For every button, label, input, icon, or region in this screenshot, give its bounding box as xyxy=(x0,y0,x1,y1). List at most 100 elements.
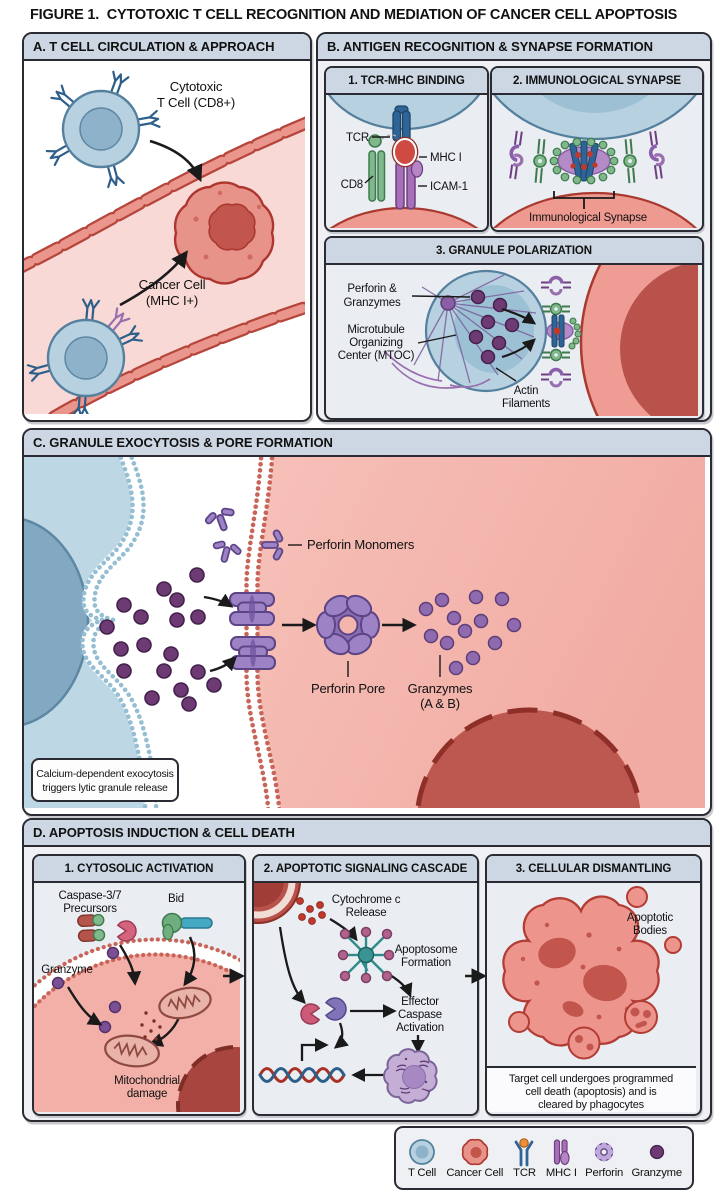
tcr-mhc-synapse xyxy=(546,314,582,350)
tcr-molecule xyxy=(392,105,411,142)
perforin-granzymes-label-line1: Perforin & xyxy=(347,283,397,295)
caspase-pacman-pink xyxy=(300,1003,321,1025)
legend-label: Perforin xyxy=(585,1167,624,1179)
t-cell-1 xyxy=(45,70,161,189)
mtoc xyxy=(440,295,456,311)
legend-item-cancer-cell: Cancer Cell xyxy=(446,1137,503,1179)
cd8-label: CD8 xyxy=(341,179,363,191)
mitochondrion-fragment xyxy=(254,883,301,924)
mitochondrion-1 xyxy=(158,986,212,1020)
panel-a-header: A. T CELL CIRCULATION & APPROACH xyxy=(24,34,310,61)
vessel-wall xyxy=(24,116,305,414)
panel-d: D. APOPTOSIS INDUCTION & CELL DEATH 1. C… xyxy=(22,818,712,1122)
panel-b3-header: 3. GRANULE POLARIZATION xyxy=(326,238,702,265)
legend-item-tcr: TCR xyxy=(511,1137,537,1179)
perforin-pore-label: Perforin Pore xyxy=(311,681,385,696)
bid-molecule xyxy=(161,912,213,941)
panel-b1-illustration: TCR MHC I CD8 ICAM-1 xyxy=(327,95,481,228)
synapse-cluster xyxy=(549,137,619,185)
panel-d2-header: 2. APOPTOTIC SIGNALING CASCADE xyxy=(254,856,477,883)
mito-damage-label-line1: Mitochondrial xyxy=(114,1075,180,1087)
granzyme-granules xyxy=(99,567,222,712)
granzymes-label-line2: (A & B) xyxy=(420,696,460,711)
purple-receptor xyxy=(539,275,573,296)
leader-lines xyxy=(288,544,441,677)
dismantling-cell xyxy=(502,895,660,1047)
legend-item-perforin: Perforin xyxy=(585,1137,623,1179)
nucleus xyxy=(176,1045,240,1112)
purple-receptor xyxy=(645,128,668,182)
legend-item-t-cell: T Cell xyxy=(406,1137,438,1179)
apoptotic-bodies-label-line1: Apoptotic xyxy=(627,912,674,924)
actin-label-line2: Filaments xyxy=(502,398,550,410)
mhc1-icon xyxy=(554,1139,570,1166)
legend-label: TCR xyxy=(513,1167,536,1179)
tcr-label: TCR xyxy=(346,132,369,144)
cancer-cell-label-line1: Cancer Cell xyxy=(139,277,206,292)
green-receptor xyxy=(541,348,571,362)
apoptotic-bodies-label-line2: Bodies xyxy=(633,925,667,937)
panel-b-header: B. ANTIGEN RECOGNITION & SYNAPSE FORMATI… xyxy=(318,34,710,61)
mito-damage-label-line2: damage xyxy=(127,1088,167,1100)
caspase-pacman-purple xyxy=(324,997,347,1021)
exocytosis-arrows xyxy=(203,593,417,673)
panel-a-illustration: Cytotoxic T Cell (CD8+) Cancer Cell (MHC… xyxy=(24,70,305,414)
perforin-monomer xyxy=(208,537,245,567)
panel-d3-illustration: Apoptotic Bodies Target cell undergoes p… xyxy=(487,886,696,1112)
apoptotic-body-contents xyxy=(575,1007,651,1051)
granzyme-icon xyxy=(649,1144,664,1160)
caspase-label-line1: Caspase-3/7 xyxy=(58,890,121,902)
t-cell-icon xyxy=(409,1139,435,1165)
arrow-d1-to-d2 xyxy=(223,968,246,984)
caption-line3: cleared by phagocytes xyxy=(538,1099,645,1111)
leader-lines xyxy=(364,136,427,187)
mtoc-label-line1: Microtubule xyxy=(347,324,404,336)
leader-lines xyxy=(411,295,517,382)
caption-line1: Target cell undergoes programmed xyxy=(509,1073,673,1085)
panel-c: C. GRANULE EXOCYTOSIS & PORE FORMATION xyxy=(22,428,712,816)
panel-d1: 1. CYTOSOLIC ACTIVATION xyxy=(32,854,246,1116)
mhc1-molecule xyxy=(391,136,419,168)
purple-receptor xyxy=(539,367,573,388)
effector-label-line2: Caspase xyxy=(398,1009,442,1021)
panel-d1-header: 1. CYTOSOLIC ACTIVATION xyxy=(34,856,244,883)
t-cell-2 xyxy=(26,298,144,414)
mitochondrion-2 xyxy=(104,1034,160,1068)
caspase-precursors xyxy=(77,913,106,943)
panel-d2-illustration: Cytochrome c Release Apoptosome Formatio… xyxy=(254,883,457,1104)
dismantling-caption-box: Target cell undergoes programmed cell de… xyxy=(487,1066,696,1112)
panel-d3: 3. CELLULAR DISMANTLING xyxy=(485,854,702,1116)
t-cell-membrane xyxy=(493,95,697,141)
cytc-label-line2: Release xyxy=(346,907,387,919)
cancer-cell-cytoplasm xyxy=(252,457,705,808)
perforin-pore-ring xyxy=(316,594,380,656)
legend-label: Granzyme xyxy=(631,1167,682,1179)
panel-d2: 2. APOPTOTIC SIGNALING CASCADE xyxy=(252,854,479,1116)
apoptotic-cell xyxy=(383,1048,438,1104)
green-receptor xyxy=(541,302,571,316)
effector-label-line1: Effector xyxy=(401,996,439,1008)
t-cell-label-line1: Cytotoxic xyxy=(170,79,223,94)
perforin-icon xyxy=(594,1142,614,1162)
figure-title: FIGURE 1. CYTOTOXIC T CELL RECOGNITION A… xyxy=(30,7,678,23)
mtoc-label-line3: Center (MTOC) xyxy=(338,350,415,362)
caspase-pacman xyxy=(116,920,137,942)
tcr-icon xyxy=(515,1138,534,1167)
caption-line2: cell death (apoptosis) and is xyxy=(525,1086,657,1098)
purple-receptor xyxy=(505,128,528,182)
caption-line1: Calcium-dependent exocytosis xyxy=(36,768,173,780)
damage-specks xyxy=(140,1011,162,1041)
cd8-molecule xyxy=(368,134,397,202)
panel-b1: 1. TCR-MHC BINDING xyxy=(324,66,489,232)
mtoc-label-line2: Organizing xyxy=(349,337,403,349)
perforin-monomers-label: Perforin Monomers xyxy=(307,537,415,552)
legend: T Cell Cancer Cell TCR MHC I xyxy=(394,1126,694,1190)
icam-mhc-molecule xyxy=(395,160,424,210)
legend-item-granzyme: Granzyme xyxy=(631,1137,682,1179)
synapse-bracket xyxy=(553,191,615,209)
panel-b1-header: 1. TCR-MHC BINDING xyxy=(326,68,487,95)
panel-b: B. ANTIGEN RECOGNITION & SYNAPSE FORMATI… xyxy=(316,32,712,422)
apoptosome xyxy=(337,926,395,984)
cancer-nucleus xyxy=(415,707,643,808)
cancer-cell-label-line2: (MHC I+) xyxy=(146,293,198,308)
